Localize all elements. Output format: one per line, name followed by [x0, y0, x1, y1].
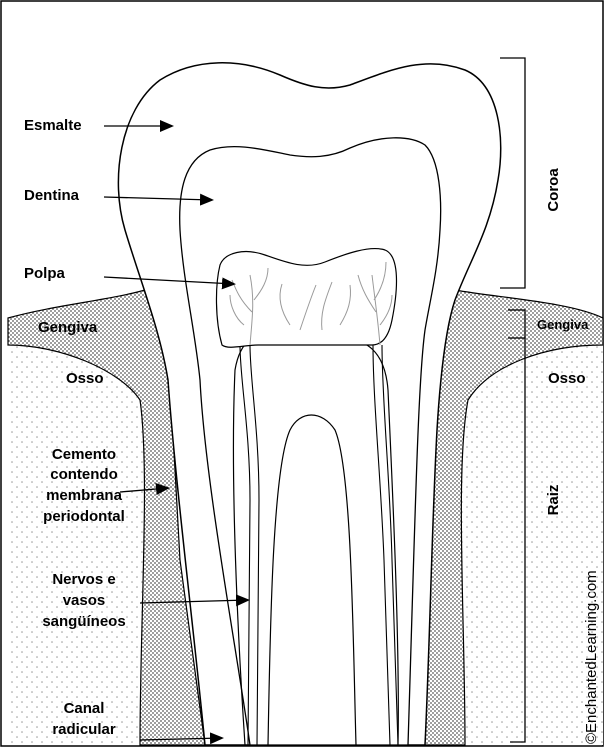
- label-gengiva-right: Gengiva: [537, 317, 589, 332]
- watermark-text: ©EnchantedLearning.com: [583, 570, 600, 744]
- label-cemento-3: membrana: [46, 487, 123, 504]
- label-nervos-1: Nervos e: [52, 571, 115, 588]
- label-dentina: Dentina: [24, 187, 80, 204]
- label-cemento-2: contendo: [50, 466, 118, 483]
- label-osso-left: Osso: [66, 370, 104, 387]
- label-canal-1: Canal: [64, 700, 105, 717]
- label-cemento-1: Cemento: [52, 446, 116, 463]
- label-raiz: Raiz: [545, 485, 562, 516]
- label-canal-2: radicular: [52, 721, 116, 738]
- label-gengiva-left: Gengiva: [38, 319, 98, 336]
- label-esmalte: Esmalte: [24, 117, 82, 134]
- label-nervos-3: sangüíneos: [42, 613, 125, 630]
- label-nervos-2: vasos: [63, 592, 106, 609]
- label-polpa: Polpa: [24, 265, 65, 282]
- label-cemento-4: periodontal: [43, 508, 125, 525]
- label-coroa: Coroa: [545, 168, 562, 212]
- label-osso-right: Osso: [548, 370, 586, 387]
